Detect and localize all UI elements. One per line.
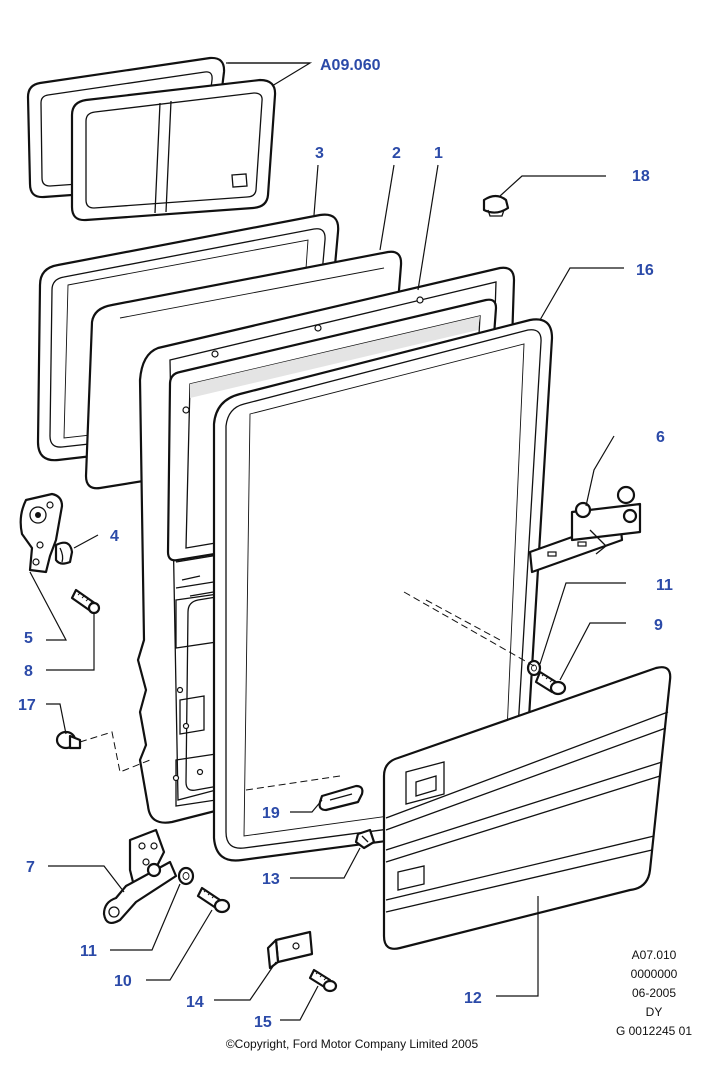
hinge-part-5 <box>19 492 64 574</box>
callout-9: 9 <box>654 617 663 634</box>
callout-12: 12 <box>464 990 482 1007</box>
assembly-lines <box>79 591 535 791</box>
callout-7: 7 <box>26 859 35 876</box>
callout-16: 16 <box>636 262 654 279</box>
clip-part-13 <box>354 828 376 850</box>
plug-part-18 <box>482 194 510 217</box>
callout-10: 10 <box>114 973 132 990</box>
hinge-arm-part-7 <box>102 828 178 924</box>
reference-code: A07.010 <box>632 948 677 962</box>
callout-1: 1 <box>434 145 443 162</box>
copyright-notice: ©Copyright, Ford Motor Company Limited 2… <box>226 1037 479 1051</box>
callout-a09-060: A09.060 <box>320 57 381 74</box>
callout-3: 3 <box>315 145 324 162</box>
callout-19: 19 <box>262 805 280 822</box>
callout-13: 13 <box>262 871 280 888</box>
reference-date: 06-2005 <box>632 986 676 1000</box>
callout-5: 5 <box>24 630 33 647</box>
callout-6: 6 <box>656 429 665 446</box>
sliding-window-frame-assembly <box>26 56 277 222</box>
bolt-part-15 <box>308 968 338 993</box>
callout-labels: A09.060 3 2 1 18 16 6 4 11 9 5 8 17 19 7… <box>18 57 673 1031</box>
trim-panel-part-12 <box>382 666 672 950</box>
callout-17: 17 <box>18 697 36 714</box>
plug-part-17 <box>55 730 82 750</box>
callout-15: 15 <box>254 1014 272 1031</box>
reference-block: A07.010 0000000 06-2005 DY G 0012245 01 <box>616 948 692 1038</box>
latch-part-6 <box>528 485 642 574</box>
bracket-part-14 <box>266 930 314 970</box>
leader-lines <box>29 62 626 1021</box>
washer-part-11-right <box>526 659 542 677</box>
callout-2: 2 <box>392 145 401 162</box>
reference-number: 0000000 <box>631 967 678 981</box>
callout-4: 4 <box>110 528 119 545</box>
reference-id: G 0012245 01 <box>616 1024 692 1038</box>
bolt-part-8 <box>70 588 101 615</box>
callout-11-right: 11 <box>656 577 673 594</box>
handle-part-19 <box>318 784 364 812</box>
callout-11-left: 11 <box>80 943 97 960</box>
reference-model: DY <box>646 1005 663 1019</box>
bolt-part-9 <box>534 670 567 696</box>
callout-8: 8 <box>24 663 33 680</box>
callout-14: 14 <box>186 994 204 1011</box>
callout-18: 18 <box>632 168 650 185</box>
washer-part-11-left <box>177 866 195 886</box>
clip-part-4 <box>54 541 74 565</box>
bolt-part-10 <box>196 886 231 914</box>
